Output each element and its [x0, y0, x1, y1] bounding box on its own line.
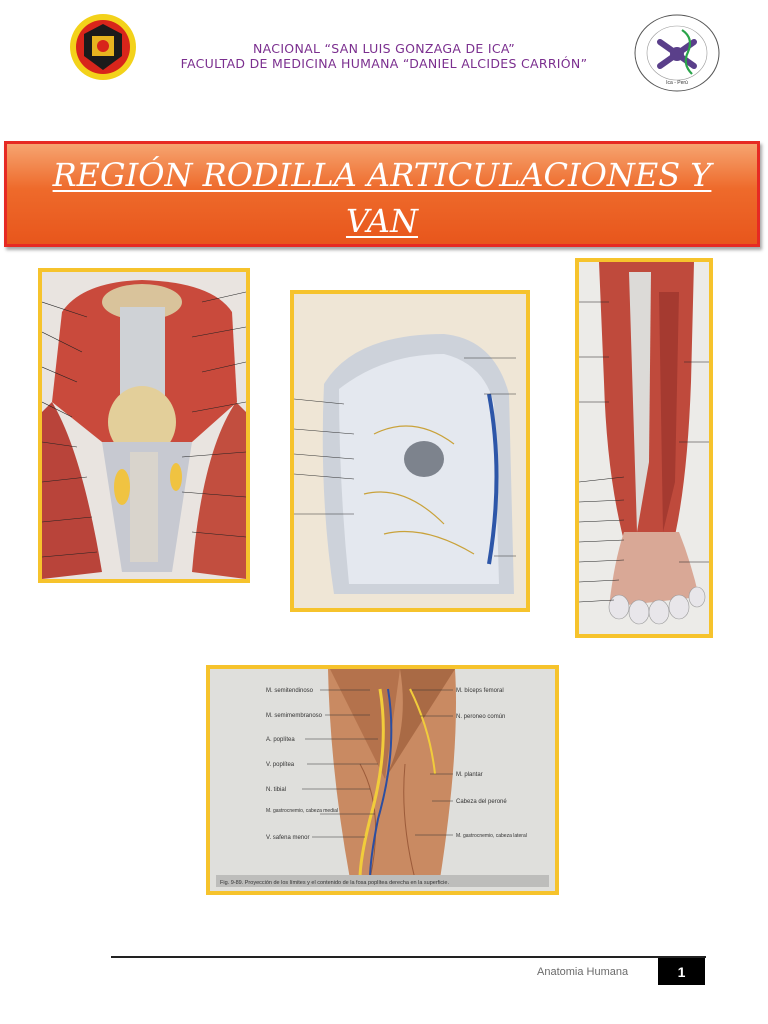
label-plantar: M. plantar [456, 772, 483, 778]
knee-capsule-illustration [294, 294, 526, 608]
title-line-2: VAN [345, 202, 419, 240]
label-cabeza-perone: Cabeza del peroné [456, 799, 507, 805]
title-banner: REGIÓN RODILLA ARTICULACIONES Y VAN [4, 141, 760, 247]
popliteal-fossa-illustration: M. semitendinoso M. semimembranoso A. po… [210, 669, 555, 891]
faculty-name: FACULTAD DE MEDICINA HUMANA “DANIEL ALCI… [180, 56, 588, 71]
university-name: NACIONAL “SAN LUIS GONZAGA DE ICA” [253, 41, 515, 56]
leg-anterior-illustration [579, 262, 709, 634]
label-safena-menor: V. safena menor [266, 835, 309, 841]
page-number: 1 [658, 958, 705, 985]
footer-divider [111, 956, 706, 958]
label-vena-poplitea: V. poplítea [266, 762, 295, 768]
title-line-1: REGIÓN RODILLA ARTICULACIONES Y [52, 156, 712, 194]
figure-knee-anterior [38, 268, 250, 583]
figure-leg-anterior [575, 258, 713, 638]
label-semimembranoso: M. semimembranoso [266, 713, 323, 719]
university-logo [68, 12, 138, 82]
figure-caption: Fig. 9-89. Proyección de los límites y e… [220, 880, 449, 886]
label-gastrocnemio-medial: M. gastrocnemio, cabeza medial [266, 808, 338, 814]
page-title: REGIÓN RODILLA ARTICULACIONES Y VAN [7, 152, 757, 244]
label-arteria-poplitea: A. poplítea [266, 737, 295, 743]
label-gastrocnemio-lateral: M. gastrocnemio, cabeza lateral [456, 833, 527, 839]
figure-popliteal-fossa: M. semitendinoso M. semimembranoso A. po… [206, 665, 559, 895]
label-nervio-tibial: N. tibial [266, 787, 286, 793]
faculty-logo: Ica - Perú [632, 12, 722, 94]
label-semitendinoso: M. semitendinoso [266, 688, 314, 694]
knee-anterior-illustration [42, 272, 246, 579]
label-peroneo-comun: N. peroneo común [456, 714, 505, 720]
footer-label: Anatomia Humana [537, 966, 629, 978]
svg-text:Ica - Perú: Ica - Perú [666, 80, 688, 86]
label-biceps-femoral: M. bíceps femoral [456, 688, 504, 694]
figure-knee-capsule [290, 290, 530, 612]
